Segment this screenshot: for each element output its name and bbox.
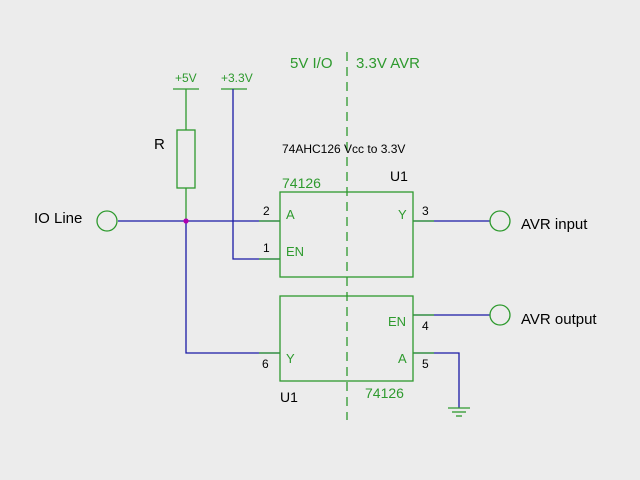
junction-dot xyxy=(183,218,189,224)
io-line-label: IO Line xyxy=(34,210,82,227)
domain-label-3v3: 3.3V AVR xyxy=(356,55,420,72)
u1-top-pin-num-en: 1 xyxy=(263,241,270,255)
buffer-ic-icon xyxy=(279,191,414,278)
wire-io-to-bottom-y xyxy=(185,221,280,354)
u1-bottom-pin-en: EN xyxy=(388,314,406,329)
u1-bottom-pin-num-y: 6 xyxy=(262,357,269,371)
u1-top-pin-y: Y xyxy=(398,207,407,222)
resistor-icon xyxy=(176,89,196,221)
u1-bottom-pin-num-en: 4 xyxy=(422,319,429,333)
resistor-label: R xyxy=(154,136,165,153)
wires xyxy=(118,89,490,408)
u1-top-designator: U1 xyxy=(390,168,408,184)
u1-top-pin-num-y: 3 xyxy=(422,204,429,218)
ic-supply-note: 74AHC126 Vcc to 3.3V xyxy=(282,142,405,156)
avr-input-label: AVR input xyxy=(521,216,588,233)
u1-top-pin-num-a: 2 xyxy=(263,204,270,218)
u1-bottom-body xyxy=(279,295,414,382)
domain-label-5v: 5V I/O xyxy=(290,55,333,72)
u1-bottom-part: 74126 xyxy=(365,385,404,401)
u1-bottom-pin-num-a: 5 xyxy=(422,357,429,371)
u1-top-pin-a: A xyxy=(286,207,295,222)
rail-5v-label: +5V xyxy=(175,71,197,85)
avr-output-label: AVR output xyxy=(521,311,597,328)
u1-top-part: 74126 xyxy=(282,175,321,191)
u1-bottom-pin-y: Y xyxy=(286,351,295,366)
u1-top-pin-en: EN xyxy=(286,244,304,259)
connector-circle-icon xyxy=(489,210,511,232)
ground-icon xyxy=(448,407,470,417)
pin-stubs xyxy=(259,220,434,354)
connector-circle-icon xyxy=(489,304,511,326)
rail-3v3-label: +3.3V xyxy=(221,71,253,85)
connector-circle-icon xyxy=(96,210,118,232)
u1-bottom-designator: U1 xyxy=(280,389,298,405)
u1-top-body xyxy=(279,191,414,278)
u1-bottom-pin-a: A xyxy=(398,351,407,366)
buffer-ic-icon xyxy=(279,295,414,382)
